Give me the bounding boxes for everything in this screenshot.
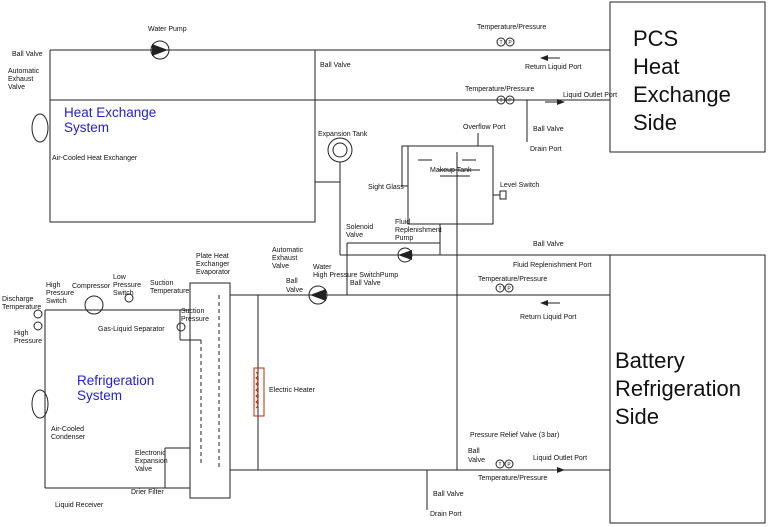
ball-valve-mid-label: Ball Valve xyxy=(320,62,351,69)
electric-heater-label: Electric Heater xyxy=(269,387,315,394)
water-pump-top xyxy=(150,40,170,60)
svg-text:T: T xyxy=(498,286,501,292)
ball-valve-fluid: Ball Valve xyxy=(533,241,564,248)
high-pressure-2: Pressure xyxy=(14,338,43,345)
solenoid-1: Solenoid xyxy=(346,224,374,231)
discharge-temp-1: Discharge xyxy=(2,296,34,303)
refrigeration-system-title-2: System xyxy=(77,388,123,403)
suction-temp-1: Suction xyxy=(150,280,174,287)
lp-switch-2: Pressure xyxy=(113,282,142,289)
pcs-title-4: Side xyxy=(633,110,678,135)
ball-valve-left-label: Ball Valve xyxy=(12,51,43,58)
pcs-title-2: Heat xyxy=(633,54,680,79)
electric-heater xyxy=(253,367,265,417)
lp-switch-3: Switch xyxy=(113,290,134,297)
fluid-rep-pump-3: Pump xyxy=(395,235,414,242)
battery-title-2: Refrigeration xyxy=(615,376,741,401)
plate-heat-exchanger xyxy=(189,282,231,499)
auto-exhaust-3: Valve xyxy=(8,84,25,91)
solenoid-2: Valve xyxy=(346,232,363,239)
overflow-port-label: Overflow Port xyxy=(463,124,506,131)
pcs-side-box xyxy=(609,1,766,153)
hp-switch-3: Switch xyxy=(46,298,67,305)
makeup-tank xyxy=(407,145,494,225)
temp-pressure-3: Temperature/Pressure xyxy=(478,276,548,283)
pcs-title-1: PCS xyxy=(633,26,679,51)
gas-liquid-sep: Gas-Liquid Separator xyxy=(98,326,165,333)
svg-text:T: T xyxy=(499,98,502,104)
temp-pressure-4: Temperature/Pressure xyxy=(478,475,548,482)
temp-pressure-1: Temperature/Pressure xyxy=(477,24,547,31)
svg-text:P: P xyxy=(508,40,512,46)
makeup-tank-label: Makeup Tank xyxy=(430,167,472,174)
fluid-rep-pump-1: Fluid xyxy=(395,219,411,226)
temp-pressure-2: Temperature/Pressure xyxy=(465,86,535,93)
ball-valve-drain-bottom: Ball Valve xyxy=(433,491,464,498)
hp-switch-1: High xyxy=(46,282,61,289)
auto-exhaust-b1: Automatic xyxy=(272,247,304,254)
water-pump-label: Water Pump xyxy=(148,26,187,33)
auto-exhaust-b2: Exhaust xyxy=(272,255,298,262)
water-label: Water xyxy=(313,264,332,271)
compressor xyxy=(84,295,104,315)
fluid-rep-pump-2: Replenishment xyxy=(395,227,442,234)
svg-text:T: T xyxy=(498,462,501,468)
svg-text:T: T xyxy=(499,40,502,46)
battery-title-1: Battery xyxy=(615,348,685,373)
valve-b1: Valve xyxy=(286,287,303,294)
liquid-outlet-port-bottom: Liquid Outlet Port xyxy=(533,455,588,462)
compressor-label: Compressor xyxy=(72,283,111,290)
water-pump-bottom xyxy=(308,285,328,305)
expansion-tank xyxy=(327,137,353,163)
svg-text:P: P xyxy=(508,98,512,104)
suction-pressure-2: Pressure xyxy=(181,316,210,323)
heat-exchange-system-title-2: System xyxy=(64,120,110,135)
high-pressure-switch-pump: High Pressure SwitchPump xyxy=(313,272,399,279)
air-cooled-hx-label: Air-Cooled Heat Exchanger xyxy=(52,155,138,162)
pressure-relief-label: Pressure Relief Valve (3 bar) xyxy=(470,432,560,439)
heat-exchange-system-title: Heat Exchange xyxy=(64,105,157,120)
auto-exhaust-2: Exhaust xyxy=(8,76,34,83)
expansion-tank-label: Expansion Tank xyxy=(318,131,368,138)
auto-exhaust-b3: Valve xyxy=(272,263,289,270)
drain-port-bottom: Drain Port xyxy=(430,511,462,518)
battery-side-box xyxy=(609,254,766,524)
refrigeration-system-title: Refrigeration xyxy=(77,373,155,388)
pcs-title-3: Exchange xyxy=(633,82,731,107)
plate-hx-2: Exchanger xyxy=(196,261,230,268)
svg-text:P: P xyxy=(507,462,511,468)
electronic-exp-2: Expansion xyxy=(135,458,168,465)
ball-valve-pump: Ball Valve xyxy=(350,280,381,287)
ball-b1: Ball xyxy=(286,278,298,285)
fluid-rep-port: Fluid Replenishment Port xyxy=(513,262,592,269)
hp-switch-2: Pressure xyxy=(46,290,75,297)
drain-port-top: Drain Port xyxy=(530,146,562,153)
drier-filter-label: Drier Filter xyxy=(131,489,164,496)
electronic-exp-1: Electronic xyxy=(135,450,166,457)
lp-switch-1: Low xyxy=(113,274,126,281)
return-liquid-port-top: Return Liquid Port xyxy=(525,64,582,71)
condenser-2: Condenser xyxy=(51,434,86,441)
battery-title-3: Side xyxy=(615,404,660,429)
liquid-outlet-port-top: Liquid Outlet Port xyxy=(563,92,618,99)
sight-glass-label: Sight Glass xyxy=(368,184,404,191)
valve-b2: Valve xyxy=(468,457,485,464)
condenser-1: Air-Cooled xyxy=(51,426,85,433)
suction-temp-2: Temperature xyxy=(150,288,190,295)
ball-b2: Ball xyxy=(468,448,480,455)
ball-valve-drain-top: Ball Valve xyxy=(533,126,564,133)
level-switch-label: Level Switch xyxy=(500,182,540,189)
return-liquid-port-bottom: Return Liquid Port xyxy=(520,314,577,321)
liquid-receiver-label: Liquid Receiver xyxy=(55,502,104,509)
high-pressure-1: High xyxy=(14,330,29,337)
electronic-exp-3: Valve xyxy=(135,466,152,473)
plate-hx-1: Plate Heat xyxy=(196,253,229,260)
auto-exhaust-1: Automatic xyxy=(8,68,40,75)
plate-hx-3: Evaporator xyxy=(196,269,231,276)
suction-pressure-1: Suction xyxy=(181,308,205,315)
svg-text:P: P xyxy=(507,286,511,292)
discharge-temp-2: Temperature xyxy=(2,304,42,311)
